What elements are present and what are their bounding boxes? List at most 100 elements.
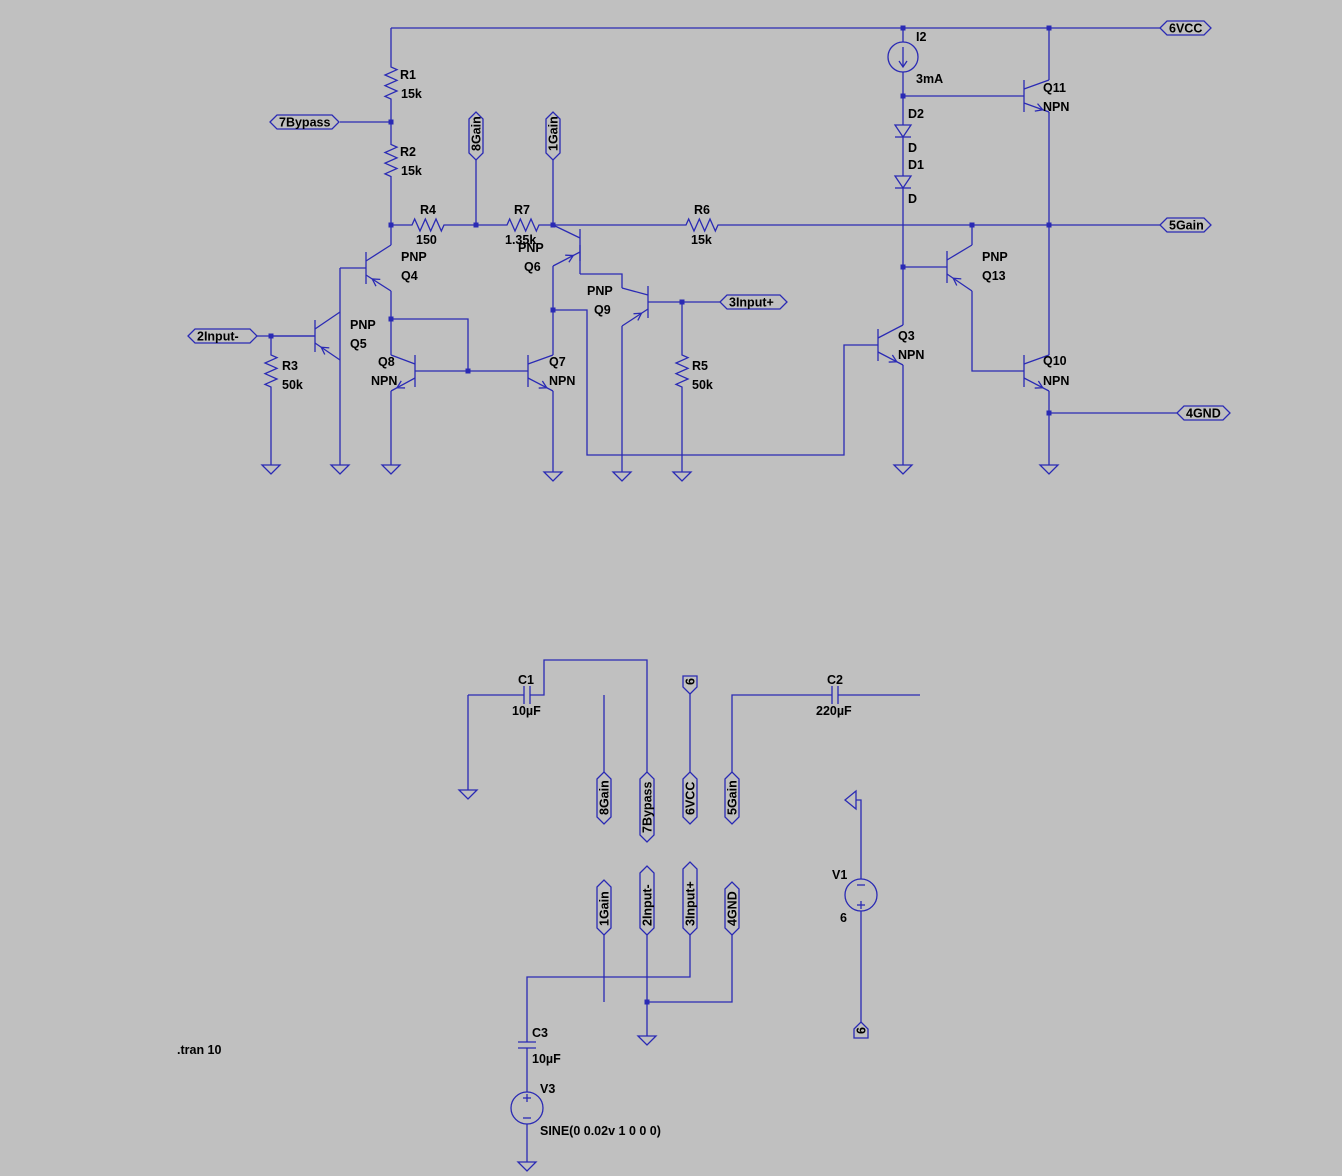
flag-6vcc-b-shape (682, 771, 698, 825)
q4-transistor-arrow (371, 278, 381, 287)
junction-dot (388, 316, 394, 322)
flag-2input-minus-b-shape (639, 865, 655, 936)
flag-5gain-b-text: 5Gain (726, 780, 740, 815)
flag-1gain-shape (545, 111, 561, 161)
flag-1gain: 1Gain (545, 111, 561, 161)
junction-dot (473, 222, 479, 228)
wire (856, 799, 862, 879)
r5-resistor (674, 350, 690, 392)
r3-value: 50k (282, 378, 303, 392)
flag-6vcc-b-text: 6VCC (684, 782, 698, 815)
v3-source (510, 1091, 544, 1125)
flag-2input-minus-shape (187, 328, 258, 344)
r7-resistor (503, 217, 543, 233)
q9-transistor (621, 287, 649, 296)
q13-name: Q13 (982, 269, 1006, 283)
wire (971, 291, 1024, 372)
v3-name: V3 (540, 1082, 555, 1096)
q5-name: Q5 (350, 337, 367, 351)
wire (530, 659, 648, 780)
junction-dot (388, 222, 394, 228)
q8-transistor (390, 377, 416, 392)
flag-3input-plus-b-text: 3Input+ (684, 881, 698, 926)
wire (731, 694, 832, 775)
q10-transistor-arrow (1034, 380, 1044, 389)
d1-value: D (908, 192, 917, 206)
r5-name: R5 (692, 359, 708, 373)
flag-5gain-b: 5Gain (724, 771, 740, 825)
junction-dot (550, 222, 556, 228)
r1-resistor (383, 62, 399, 104)
net-labels: 6VCC 7Bypass 5Gain 8Gain 1Gain 2Input- 3Input+… (187, 20, 1231, 1039)
flag-4gnd-b: 4GND (724, 881, 740, 936)
ground-icon (380, 464, 402, 475)
q11-transistor (1023, 79, 1050, 90)
r7-name: R7 (514, 203, 530, 217)
q3-type: NPN (898, 348, 924, 362)
r6-resistor (682, 217, 722, 233)
q11-transistor (1023, 102, 1050, 113)
flag-2input-minus: 2Input- (187, 328, 258, 344)
r4-value: 150 (416, 233, 437, 247)
flag-3input-plus-b-shape (682, 861, 698, 936)
c3-name: C3 (532, 1026, 548, 1040)
r4-resistor (408, 217, 448, 233)
ground-icon (260, 464, 282, 475)
d2-value: D (908, 141, 917, 155)
q7-transistor (527, 377, 554, 392)
c1-name: C1 (518, 673, 534, 687)
q3-transistor-arrow (888, 354, 898, 363)
r2-resistor (383, 141, 399, 180)
flag-7bypass-text: 7Bypass (279, 116, 330, 130)
flag-3input-plus-text: 3Input+ (729, 296, 774, 310)
r4-name: R4 (420, 203, 436, 217)
junction-dot (388, 119, 394, 125)
junction-dot (644, 999, 650, 1005)
ground-icon (329, 464, 351, 475)
i2-value: 3mA (916, 72, 943, 86)
flag-6-b: 6 (853, 1021, 869, 1039)
wire (526, 935, 691, 1042)
r3-resistor (263, 350, 279, 392)
q9-name: Q9 (594, 303, 611, 317)
flag-5gain-b-shape (724, 771, 740, 825)
ground-icon (1038, 464, 1060, 475)
q7-type: NPN (549, 374, 575, 388)
q11-transistor-arrow (1034, 103, 1044, 112)
q5-transistor-arrow (320, 346, 330, 355)
wires (256, 27, 1180, 1162)
junction-dots (268, 25, 1052, 1005)
r6-value: 15k (691, 233, 712, 247)
q3-transistor (877, 351, 904, 366)
flag-3input-plus: 3Input+ (719, 294, 788, 310)
ground-icon (636, 1035, 658, 1046)
ground-icon (516, 1161, 538, 1172)
d2-diode (893, 124, 913, 139)
flag-1gain-b: 1Gain (596, 879, 612, 936)
q6-transistor (552, 251, 581, 267)
flag-8gain: 8Gain (468, 111, 484, 161)
q11-type: NPN (1043, 100, 1069, 114)
ground-icon (457, 789, 479, 800)
wire (580, 273, 623, 288)
q10-transistor (1023, 354, 1050, 365)
q6-transistor (552, 224, 581, 239)
q10-transistor (1023, 377, 1050, 392)
q7-transistor-arrow (538, 380, 548, 389)
q8-transistor-arrow (395, 380, 406, 389)
c2-name: C2 (827, 673, 843, 687)
wire (553, 309, 878, 456)
flag-6vcc-b: 6VCC (682, 771, 698, 825)
flag-5gain-shape (1159, 217, 1212, 233)
q13-transistor (946, 273, 973, 292)
ground-icon (611, 471, 633, 482)
flag-7bypass: 7Bypass (269, 114, 340, 130)
r7-value: 1.35k (505, 233, 536, 247)
ground-icon (671, 471, 693, 482)
q7-name: Q7 (549, 355, 566, 369)
flag-4gnd-shape (1176, 405, 1231, 421)
ground-icon (892, 464, 914, 475)
flag-4gnd-b-shape (724, 881, 740, 936)
r1-name: R1 (400, 68, 416, 82)
